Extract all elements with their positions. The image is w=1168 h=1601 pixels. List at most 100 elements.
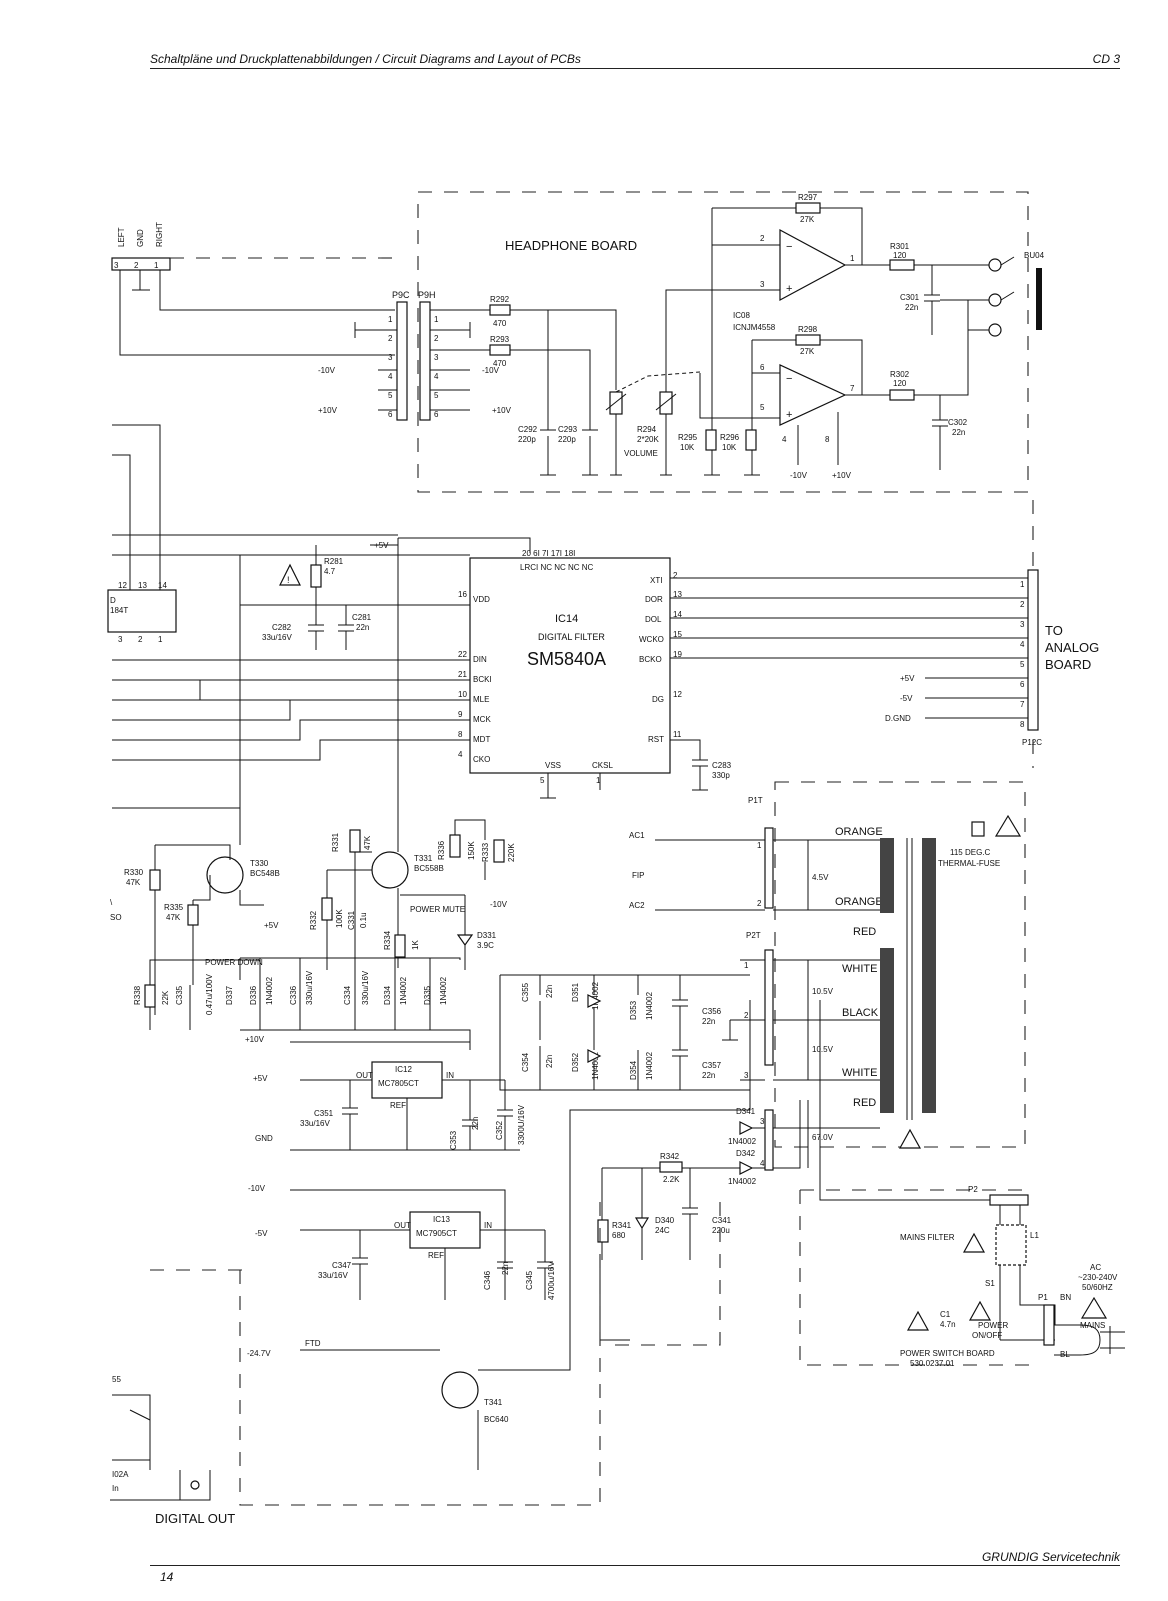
psu-plus5: +5V	[253, 1074, 268, 1083]
p9h-pin-6: 6	[434, 410, 439, 419]
ic14-pin-num: 4	[458, 750, 463, 759]
ic14-name: IC14	[555, 613, 578, 625]
ic12-in: IN	[446, 1071, 454, 1080]
ac-voltage: ~230-240V	[1078, 1273, 1118, 1282]
d337-label: D337	[225, 985, 234, 1005]
p9h-pin-3: 3	[434, 353, 439, 362]
d354-label: D354	[629, 1060, 638, 1080]
ic14-part: SM5840A	[527, 649, 606, 669]
partial-ic-pin1: 1	[158, 635, 163, 644]
d341-label: D341	[736, 1107, 756, 1116]
wire-orange-2: ORANGE	[835, 896, 883, 908]
p3t-body	[764, 1109, 774, 1171]
ic14-desc: DIGITAL FILTER	[538, 632, 605, 642]
analog-rail-minus5: -5V	[900, 694, 913, 703]
r281-body	[310, 564, 322, 588]
d341-part: 1N4002	[728, 1137, 757, 1146]
p9h-pin-4: 4	[434, 372, 439, 381]
c335-value: 0.47u/100V	[205, 973, 214, 1015]
r301-label: R301	[890, 242, 910, 251]
mains-plug-icon	[1054, 1324, 1125, 1356]
partial-ic-pin2: 2	[138, 635, 143, 644]
t330-label: T330	[250, 859, 269, 868]
left-feed-wires	[112, 424, 161, 590]
s1-label: S1	[985, 1279, 995, 1288]
lgr-wires	[119, 270, 395, 356]
jack-springs	[1000, 256, 1015, 301]
c281-label: C281	[352, 613, 372, 622]
volt-670: 67.0V	[812, 1133, 834, 1142]
ic14-vss: VSS	[545, 761, 561, 770]
p9h-pin-5: 5	[434, 391, 439, 400]
c345-label: C345	[525, 1270, 534, 1290]
p12c-pin-6: 6	[1020, 680, 1025, 689]
partial-ic-pin13: 13	[138, 581, 147, 590]
power-down-label: POWER DOWN	[205, 958, 263, 967]
r297-value: 27K	[800, 215, 815, 224]
d353-part: 1N4002	[645, 991, 654, 1020]
c301-value: 22n	[905, 303, 918, 312]
digital-out-wires	[110, 1394, 211, 1501]
c301-label: C301	[900, 293, 920, 302]
mains-dash	[799, 1189, 1040, 1366]
c355-label: C355	[521, 982, 530, 1002]
p9h-body	[419, 301, 431, 421]
r333-label: R333	[481, 842, 490, 862]
p2t-pin-1: 1	[744, 961, 749, 970]
p12c-pin-8: 8	[1020, 720, 1025, 729]
p9h-label: P9H	[418, 290, 436, 300]
r293-label: R293	[490, 335, 510, 344]
bu04-jack-body	[1036, 268, 1042, 330]
r330-label: R330	[124, 868, 144, 877]
ic14-pin5: 5	[540, 776, 545, 785]
onoff-label: ON/OFF	[972, 1331, 1002, 1340]
p2t-body	[764, 949, 774, 1066]
r330-body	[149, 869, 161, 891]
r294a-body	[609, 391, 623, 415]
ic14-pin-label: DOR	[645, 595, 663, 604]
r293-body	[489, 344, 511, 356]
r333-body	[493, 839, 505, 863]
conn-pin-3: 3	[114, 261, 119, 270]
psu-gnd: GND	[255, 1134, 273, 1143]
headphone-board-outline	[417, 191, 1029, 493]
ic14-pin-label: WCKO	[639, 635, 664, 644]
opamp-b-pin5: 5	[760, 403, 765, 412]
opamp-a-pin2: 2	[760, 234, 765, 243]
mute-neg10: -10V	[490, 900, 508, 909]
ic14-pin-label: DG	[652, 695, 664, 704]
c357-label: C357	[702, 1061, 722, 1070]
page-header: Schaltpläne und Druckplattenabbildungen …	[150, 48, 1120, 69]
c302-label: C302	[948, 418, 968, 427]
footer-page-number: 14	[160, 1570, 174, 1584]
power-mute-label: POWER MUTE	[410, 905, 465, 914]
r298-body	[795, 334, 821, 346]
p12c-pin-3: 3	[1020, 620, 1025, 629]
wire-orange-1: ORANGE	[835, 826, 883, 838]
warning-triangle	[279, 563, 301, 586]
p9h-neg10-label: -10V	[482, 366, 500, 375]
mains-wires	[819, 1000, 1056, 1341]
c331-label: C331	[347, 910, 356, 930]
opamp-b-minus: −	[786, 373, 792, 385]
p9c-pos10-label: +10V	[318, 406, 338, 415]
left-connector: LEFT GND RIGHT 3 2 1	[111, 222, 395, 356]
r296-label: R296	[720, 433, 740, 442]
r342-value: 2.2K	[663, 1175, 680, 1184]
mute-partial-1: \	[110, 898, 113, 907]
ic14-top-pin-nums: 20 6I 7I 17I 18I	[522, 549, 575, 558]
bn-label: BN	[1060, 1293, 1071, 1302]
core-left-upper	[880, 838, 894, 913]
c1-value: 4.7n	[940, 1320, 956, 1329]
p1-body	[1043, 1304, 1055, 1346]
transformer-warning-icon	[898, 1128, 922, 1149]
r302-body	[889, 389, 915, 401]
analog-rail-dgnd: D.GND	[885, 714, 911, 723]
t330-body	[206, 856, 244, 894]
p2t-pin-2: 2	[744, 1011, 749, 1020]
r338-value: 22K	[161, 990, 170, 1005]
d342-label: D342	[736, 1149, 756, 1158]
opamp-b-pin7: 7	[850, 384, 855, 393]
c281-value: 22n	[356, 623, 369, 632]
r334-label: R334	[383, 930, 392, 950]
